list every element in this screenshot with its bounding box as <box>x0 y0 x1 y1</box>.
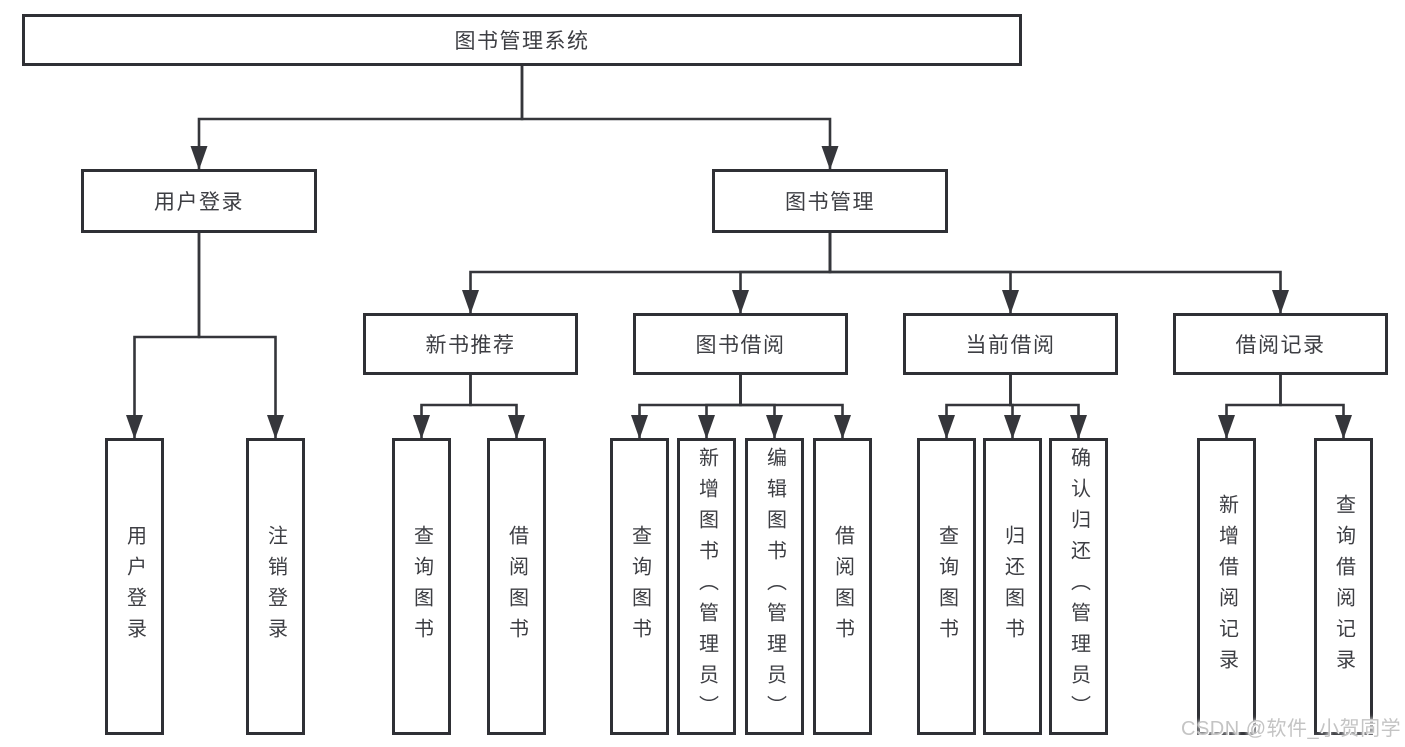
node-new-book-rec-label: 新书推荐 <box>425 334 516 357</box>
leaf-br-add-record-label: 新增借阅记录 <box>1215 493 1238 680</box>
leaf-bb-edit-book-label: 编辑图书（管理员） <box>763 447 786 726</box>
leaf-br-add-record: 新增借阅记录 <box>1197 438 1256 735</box>
connector-bookmgmt-borrow-records <box>828 233 1289 314</box>
node-user-login: 用户登录 <box>81 169 317 233</box>
leaf-logout-label: 注销登录 <box>264 524 287 649</box>
node-root: 图书管理系统 <box>22 14 1022 66</box>
node-borrow-records: 借阅记录 <box>1173 313 1388 375</box>
leaf-cb-confirm-return: 确认归还（管理员） <box>1049 438 1108 735</box>
leaf-cb-confirm-return-label: 确认归还（管理员） <box>1067 447 1090 726</box>
csdn-watermark: CSDN @软件_小贺同学 <box>1181 718 1402 740</box>
leaf-bb-query-book: 查询图书 <box>610 438 669 735</box>
node-user-login-label: 用户登录 <box>154 191 244 214</box>
connector-bookmgmt-book-borrow <box>732 233 832 314</box>
leaf-cb-return-book: 归还图书 <box>983 438 1042 735</box>
node-root-label: 图书管理系统 <box>454 30 590 53</box>
connector-root-book-mgmt <box>520 66 839 170</box>
connector-newbookrec-borrow-book <box>469 375 525 439</box>
node-borrow-records-label: 借阅记录 <box>1235 334 1326 357</box>
node-book-mgmt-label: 图书管理 <box>785 191 875 214</box>
leaf-logout: 注销登录 <box>246 438 305 735</box>
connector-currentborrow-confirm-return <box>1009 375 1087 439</box>
leaf-br-query-record-label: 查询借阅记录 <box>1332 493 1355 680</box>
leaf-bb-edit-book: 编辑图书（管理员） <box>745 438 804 735</box>
leaf-rec-borrow-book-label: 借阅图书 <box>505 524 528 649</box>
connector-bookborrow-borrow-book <box>739 375 851 439</box>
connector-userlogin-leaf-user-login <box>126 233 201 439</box>
leaf-bb-add-book: 新增图书（管理员） <box>677 438 736 735</box>
connector-root-user-login <box>190 66 524 170</box>
connector-bookborrow-add-book <box>698 375 742 439</box>
leaf-user-login: 用户登录 <box>105 438 164 735</box>
node-book-mgmt: 图书管理 <box>712 169 948 233</box>
connector-borrowrecords-query-record <box>1279 375 1352 439</box>
leaf-cb-query-book: 查询图书 <box>917 438 976 735</box>
node-book-borrow-label: 图书借阅 <box>695 334 786 357</box>
leaf-cb-return-book-label: 归还图书 <box>1001 524 1024 649</box>
node-current-borrow: 当前借阅 <box>903 313 1118 375</box>
leaf-bb-add-book-label: 新增图书（管理员） <box>695 447 718 726</box>
connector-bookborrow-edit-book <box>739 375 783 439</box>
leaf-bb-borrow-book: 借阅图书 <box>813 438 872 735</box>
connector-newbookrec-query-book <box>413 375 472 439</box>
node-book-borrow: 图书借阅 <box>633 313 848 375</box>
leaf-rec-borrow-book: 借阅图书 <box>487 438 546 735</box>
node-current-borrow-label: 当前借阅 <box>965 334 1056 357</box>
node-new-book-rec: 新书推荐 <box>363 313 578 375</box>
leaf-rec-query-book: 查询图书 <box>392 438 451 735</box>
connector-borrowrecords-add-record <box>1218 375 1282 439</box>
leaf-user-login-label: 用户登录 <box>123 524 146 649</box>
leaf-bb-query-book-label: 查询图书 <box>628 524 651 649</box>
connector-currentborrow-query-book <box>938 375 1012 439</box>
leaf-rec-query-book-label: 查询图书 <box>410 524 433 649</box>
leaf-cb-query-book-label: 查询图书 <box>935 524 958 649</box>
connector-bookborrow-query-book <box>631 375 742 439</box>
leaf-br-query-record: 查询借阅记录 <box>1314 438 1373 735</box>
leaf-bb-borrow-book-label: 借阅图书 <box>831 524 854 649</box>
connector-userlogin-leaf-logout <box>197 233 284 439</box>
